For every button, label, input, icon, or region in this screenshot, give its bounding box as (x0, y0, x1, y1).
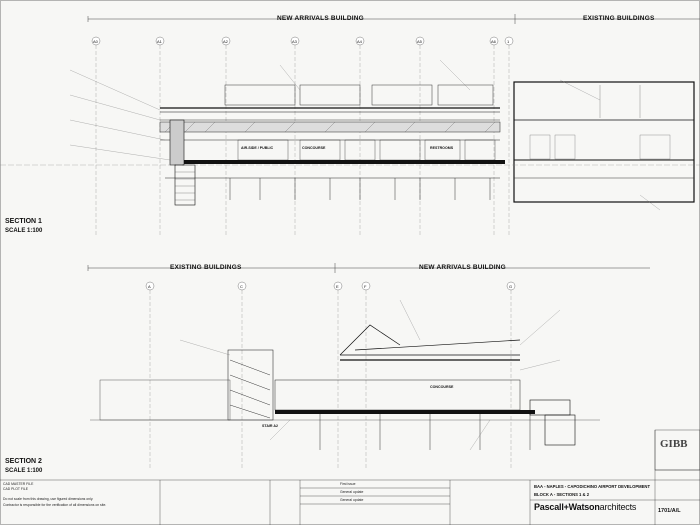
grid-tag: F (364, 284, 367, 289)
section-2-new-building-banner: NEW ARRIVALS BUILDING (419, 264, 506, 271)
drawing-number: 1701/A/L (658, 508, 681, 514)
section-1-title: SECTION 1 (5, 218, 42, 225)
grid-tag: G (509, 284, 513, 289)
firm-logo: Pascall+Watsonarchitects (534, 502, 636, 512)
grid-tag: A4 (357, 39, 362, 44)
grid-tag: E (336, 284, 339, 289)
section-2-drawing (87, 263, 650, 470)
revision-entry: General update (340, 498, 364, 502)
dimension-note: Contractor is responsible for the verifi… (3, 503, 107, 507)
cad-plot-file: CAD PLOT FILE (3, 487, 28, 491)
firm-suffix: architects (599, 502, 637, 512)
grid-tag: A (148, 284, 151, 289)
section-1-drawing (0, 14, 700, 235)
drawing-title: BLOCK A - SECTIONS 1 & 2 (534, 492, 590, 497)
grid-tag: A2 (223, 39, 228, 44)
room-label: STAIR A2 (262, 424, 278, 428)
revision-entry: First issue (340, 482, 356, 486)
consultant-logo: GIBB (660, 438, 688, 450)
section-1-new-building-banner: NEW ARRIVALS BUILDING (277, 15, 364, 22)
room-label: CONCOURSE (302, 146, 326, 150)
room-label: RESTROOMS (430, 146, 454, 150)
room-label: AIR-SIDE / PUBLIC (241, 146, 274, 150)
grid-tag: C (240, 284, 243, 289)
section-1-existing-building-banner: EXISTING BUILDINGS (583, 15, 655, 22)
grid-tag: A1 (157, 39, 162, 44)
firm-name: Pascall+Watson (534, 502, 600, 512)
section-2-title: SECTION 2 (5, 458, 42, 465)
title-block (0, 429, 700, 525)
revision-entry: General update (340, 490, 364, 494)
cad-master-file: CAD MASTER FILE (3, 482, 34, 486)
grid-tag: A3 (292, 39, 297, 44)
section-2-existing-building-banner: EXISTING BUILDINGS (170, 264, 242, 271)
scale-note: Do not scale from this drawing, use figu… (3, 497, 94, 501)
grid-tag: A0 (93, 39, 98, 44)
grid-tag: A5 (417, 39, 422, 44)
grid-tag: 1 (507, 39, 510, 44)
room-label: CONCOURSE (430, 385, 454, 389)
grid-tag: A6 (491, 39, 496, 44)
section-2-scale: SCALE 1:100 (5, 468, 43, 474)
section-1-scale: SCALE 1:100 (5, 228, 43, 234)
project-title: BAA - NAPLES - CAPODICHINO AIRPORT DEVEL… (534, 484, 651, 489)
